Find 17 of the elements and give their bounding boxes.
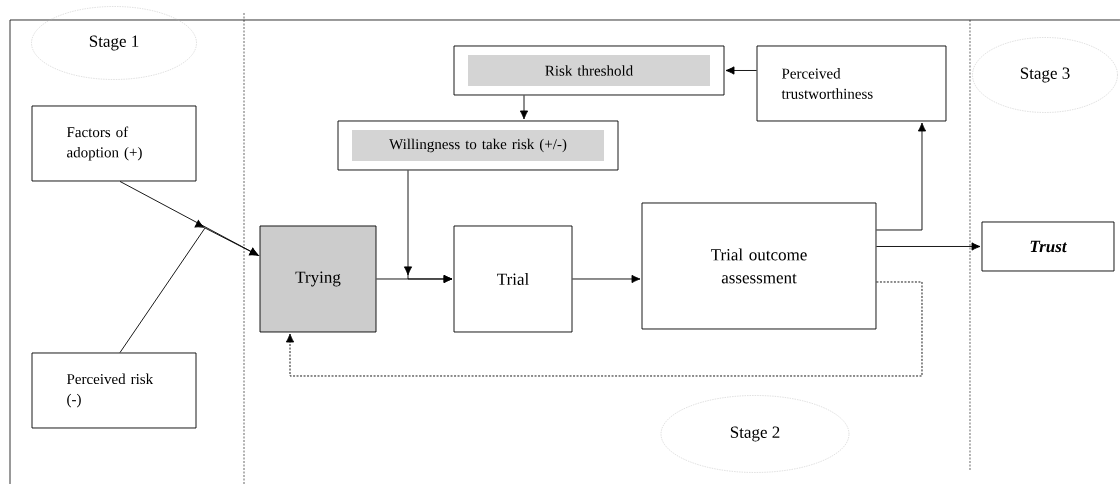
arrow	[725, 66, 757, 75]
process-box: Trial outcome assessment	[641, 202, 877, 330]
process-box: Factors of adoption (+)	[31, 105, 197, 182]
arrow	[519, 95, 529, 120]
process-box: Risk threshold	[453, 45, 725, 96]
arrow	[285, 281, 923, 377]
outcome-box: Trust	[981, 221, 1115, 272]
process-box: Willingness to take risk (+/-)	[337, 120, 619, 171]
arrow	[572, 274, 641, 284]
arrow	[119, 220, 259, 353]
arrow	[876, 242, 981, 251]
arrow	[876, 122, 927, 231]
process-box: Perceived risk (-)	[31, 352, 197, 429]
process-box: Perceived trustworthiness	[756, 45, 947, 122]
process-box: Trial	[453, 225, 573, 333]
process-box: Trying	[259, 225, 377, 333]
arrow	[403, 170, 453, 284]
